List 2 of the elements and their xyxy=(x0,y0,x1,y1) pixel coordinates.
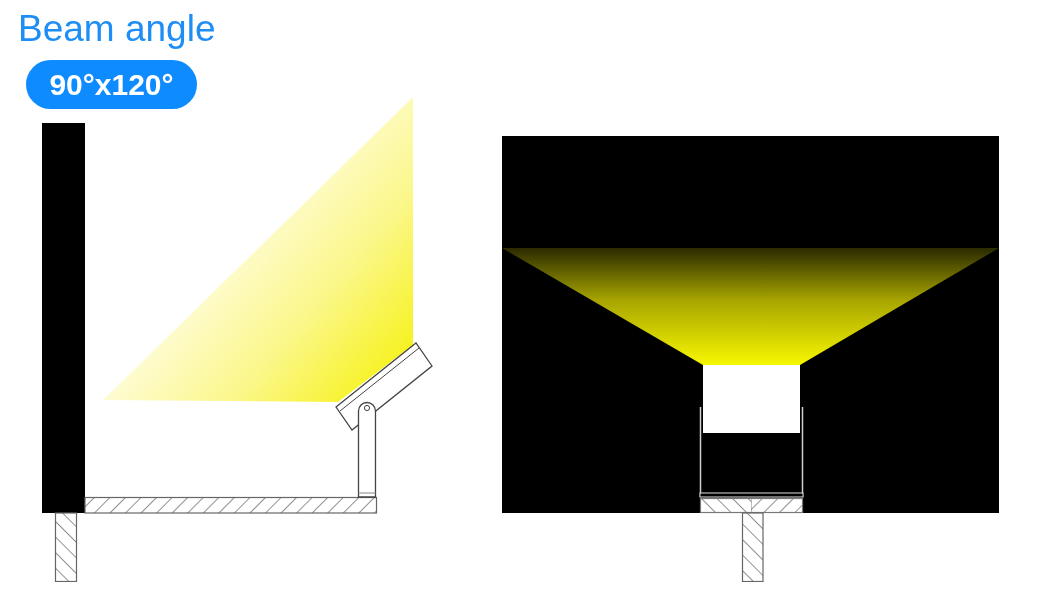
title: Beam angle xyxy=(18,8,216,50)
angle-badge: 90°x120° xyxy=(26,60,197,109)
